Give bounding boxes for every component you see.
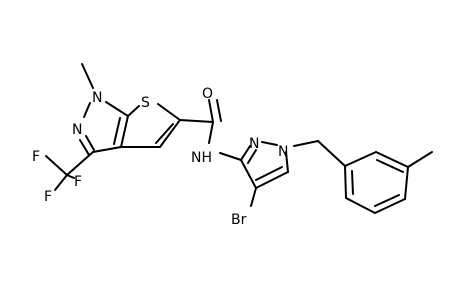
bond-ar-c2-c3-double — [376, 159, 404, 173]
atom-f3-label: F — [44, 189, 52, 205]
atom-f2-label: F — [74, 174, 82, 190]
bond-ar-c4-c5-double — [374, 194, 400, 207]
bond-n1-n2 — [83, 102, 91, 118]
bond-ar-c2-c3 — [375, 151, 409, 168]
bond-methyl-n1 — [81, 63, 94, 89]
bond-ar-c3-c4 — [404, 166, 409, 200]
bond-c5-c4 — [159, 119, 181, 148]
atom-n2-label: N — [72, 122, 82, 138]
atom-f1-label: F — [32, 149, 40, 165]
bond-c5-carbonyl — [179, 119, 214, 123]
bond-c3-cf3 — [66, 151, 94, 176]
bond-ar-methyl — [407, 151, 433, 168]
bond-c7a-s — [127, 105, 140, 117]
bond-n1pz-c5pz — [285, 151, 289, 173]
bond-c3pz-n2pz-double — [247, 149, 257, 164]
bond-c4pz-br — [250, 187, 257, 207]
bond-ar-c5-c6 — [345, 197, 376, 214]
bond-n2-c3-double — [79, 139, 90, 156]
bond-carbonyl-nh — [208, 121, 214, 144]
bond-c5pz-c4pz-double — [255, 166, 283, 181]
bond-n2-c3 — [85, 135, 95, 151]
bond-ch2-ar — [317, 140, 346, 167]
bond-s-c5 — [157, 103, 181, 121]
bond-carbonyl-o-double — [216, 99, 222, 122]
bond-cf3-f1 — [45, 155, 68, 176]
bond-ar-c4-c5 — [374, 198, 406, 214]
bond-carbonyl-o — [208, 99, 214, 123]
bond-c3a-c7a — [120, 115, 129, 148]
bond-ar-c6-c1 — [344, 165, 347, 199]
atom-nh-label: NH — [191, 150, 212, 166]
atom-n1-label: N — [92, 90, 102, 106]
bond-n1-c7a — [105, 101, 129, 117]
bond-ar-c6-c1-double — [351, 170, 354, 195]
atom-n-pyrazole-2-label: N — [249, 136, 259, 152]
bond-n2pz-n1pz — [261, 141, 278, 146]
bond-c4pz-c3pz — [240, 159, 257, 189]
bond-nh-c3pz — [219, 152, 242, 161]
bond-ar-c1-c2 — [344, 151, 377, 167]
bond-cf3-f2 — [66, 174, 75, 179]
atom-n-pyrazole-1-label: N — [278, 144, 288, 160]
atom-br-label: Br — [231, 212, 247, 228]
bond-n1pz-ch2 — [293, 140, 319, 147]
bond-cf3-f3 — [54, 174, 68, 191]
atom-o-label: O — [202, 86, 213, 102]
bond-c5-c4-double — [155, 123, 174, 144]
bond-c3a-c7a-double — [113, 117, 121, 145]
bond-c3-c3a — [92, 146, 122, 153]
bond-c3pz-n2pz — [240, 145, 251, 161]
atom-s-label: S — [141, 95, 150, 111]
bond-c5pz-c4pz — [255, 171, 289, 189]
